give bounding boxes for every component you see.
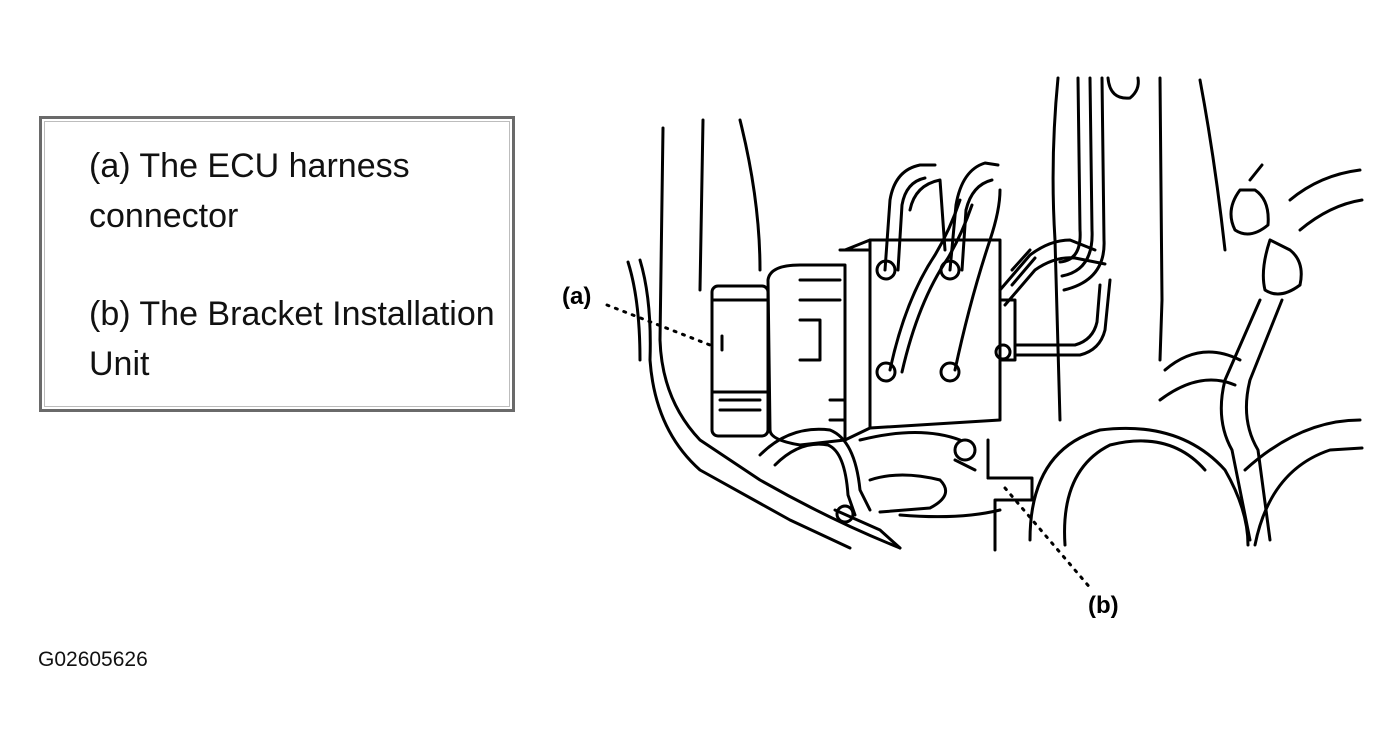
leader-line-a [605, 303, 712, 347]
strut-rails [1051, 76, 1227, 422]
abs-modulator-body [766, 238, 1017, 447]
hoses [1158, 163, 1364, 542]
brake-lines [883, 161, 1112, 374]
fender-outline [626, 118, 902, 550]
leader-line-b [1003, 486, 1094, 592]
legend-box: (a) The ECU harness connector (b) The Br… [39, 116, 515, 412]
bracket-installation-unit [953, 438, 1034, 552]
leader-lines [605, 303, 1094, 592]
line-fittings [875, 259, 1012, 383]
ecu-harness-connector [710, 284, 770, 438]
round-components [1028, 418, 1364, 547]
lower-pipes [758, 427, 1002, 550]
callout-label-b: (b) [1088, 592, 1119, 619]
callout-label-a: (a) [562, 283, 592, 310]
figure-id: G02605626 [38, 648, 148, 671]
